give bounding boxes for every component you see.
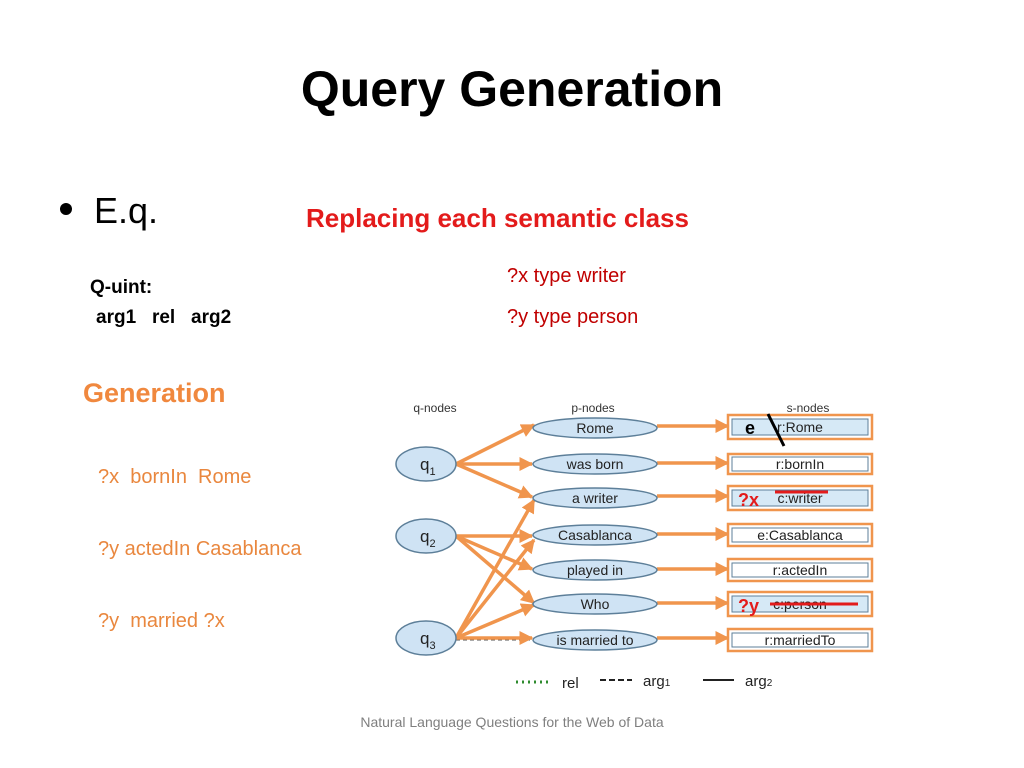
p-node-rome: Rome bbox=[532, 417, 658, 439]
q-node-3-sub: 3 bbox=[429, 640, 435, 652]
var-y-label: ?y bbox=[738, 596, 759, 616]
p-node-a-writer-label: a writer bbox=[572, 490, 618, 506]
p-node-played-in: played in bbox=[532, 559, 658, 581]
generated-query-2: ?y actedIn Casablanca bbox=[98, 538, 302, 560]
entity-e-label: e bbox=[745, 418, 755, 438]
s-node-marriedto-label: r:marriedTo bbox=[765, 632, 836, 648]
svg-text:arg2: arg2 bbox=[745, 673, 773, 690]
q-node-2-sub: 2 bbox=[429, 538, 435, 550]
q-node-2-label: q bbox=[420, 527, 429, 546]
q-node-3-label: q bbox=[420, 629, 429, 648]
s-node-marriedto: r:marriedTo bbox=[726, 627, 874, 653]
p-node-was-born-label: was born bbox=[566, 456, 624, 472]
p-node-casablanca: Casablanca bbox=[532, 524, 658, 546]
p-node-who: Who bbox=[532, 593, 658, 615]
p-node-played-in-label: played in bbox=[567, 562, 623, 578]
bullet-eq: E.q. bbox=[60, 190, 158, 232]
svg-text:q2: q2 bbox=[420, 527, 436, 550]
s-node-casablanca: e:Casablanca bbox=[726, 522, 874, 548]
s-nodes-header: s-nodes bbox=[787, 401, 830, 415]
p-node-was-born: was born bbox=[532, 453, 658, 475]
s-node-writer-label: c:writer bbox=[777, 490, 822, 506]
p-to-s-arrows bbox=[657, 419, 730, 645]
q-node-1: q1 bbox=[395, 446, 457, 482]
var-x-label: ?x bbox=[738, 490, 759, 510]
q-node-2: q2 bbox=[395, 518, 457, 554]
replacement-y: ?y type person bbox=[507, 306, 639, 328]
qunit-label: Q-uint: bbox=[90, 277, 153, 298]
legend-arg2-label: arg bbox=[745, 673, 767, 690]
generated-query-3: ?y married ?x bbox=[98, 610, 225, 632]
q-node-1-label: q bbox=[420, 455, 429, 474]
svg-text:q1: q1 bbox=[420, 455, 436, 478]
s-node-writer: c:writer bbox=[726, 484, 874, 512]
q-node-3: q3 bbox=[395, 620, 457, 656]
generation-heading: Generation bbox=[83, 378, 226, 408]
bullet-dot-icon bbox=[60, 203, 72, 216]
legend-arg1-sub: 1 bbox=[665, 678, 671, 689]
s-node-casablanca-label: e:Casablanca bbox=[757, 527, 843, 543]
legend-arg1-label: arg bbox=[643, 673, 665, 690]
s-node-bornin-label: r:bornIn bbox=[776, 456, 824, 472]
slide-title: Query Generation bbox=[300, 61, 724, 117]
generated-query-1: ?x bornIn Rome bbox=[98, 466, 252, 488]
s-node-rome: r:Rome bbox=[726, 413, 874, 441]
slide-footer: Natural Language Questions for the Web o… bbox=[360, 714, 664, 730]
p-nodes-header: p-nodes bbox=[571, 401, 614, 415]
p-node-casablanca-label: Casablanca bbox=[558, 527, 632, 543]
p-node-a-writer: a writer bbox=[532, 487, 658, 509]
q-nodes-header: q-nodes bbox=[413, 401, 456, 415]
legend-rel-label: rel bbox=[562, 675, 579, 692]
replacement-x: ?x type writer bbox=[507, 265, 626, 287]
s-node-actedin-label: r:actedIn bbox=[773, 562, 827, 578]
q-to-p-arrows bbox=[454, 423, 536, 645]
p-node-is-married-to-label: is married to bbox=[556, 632, 633, 648]
svg-text:q3: q3 bbox=[420, 629, 436, 652]
strike-slash-icon bbox=[766, 413, 786, 447]
bullet-text: E.q. bbox=[94, 190, 159, 231]
qunit-fields: arg1 rel arg2 bbox=[96, 307, 232, 328]
qunit-block: Q-uint: arg1 rel arg2 bbox=[90, 273, 231, 333]
s-node-bornin: r:bornIn bbox=[726, 452, 874, 476]
p-node-is-married-to: is married to bbox=[532, 629, 658, 651]
q-node-1-sub: 1 bbox=[429, 466, 435, 478]
p-node-rome-label: Rome bbox=[576, 420, 614, 436]
svg-text:arg1: arg1 bbox=[643, 673, 671, 690]
legend-arg2-sub: 2 bbox=[767, 678, 773, 689]
replacing-heading: Replacing each semantic class bbox=[306, 203, 689, 233]
p-node-who-label: Who bbox=[581, 596, 610, 612]
legend: rel arg1 arg2 bbox=[516, 673, 773, 692]
s-node-actedin: r:actedIn bbox=[726, 557, 874, 583]
s-node-rome-label: r:Rome bbox=[777, 419, 823, 435]
